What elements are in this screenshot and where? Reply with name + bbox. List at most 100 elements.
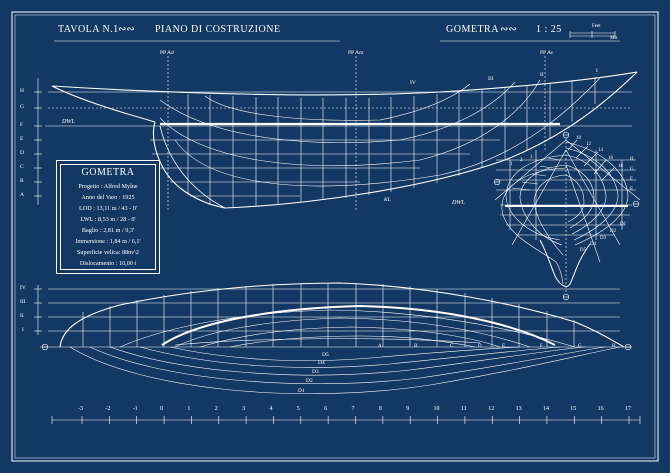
pp-av-label: PP Av bbox=[540, 50, 554, 56]
hb-diag-label: D5 bbox=[322, 352, 329, 358]
station-label: II bbox=[540, 72, 544, 78]
scale-tick-label: -1 bbox=[132, 406, 138, 412]
pp-ad-label: PP Ad bbox=[160, 50, 174, 56]
scale-tick-label: 13 bbox=[515, 406, 522, 412]
body-diag-label: D3 bbox=[600, 236, 607, 241]
body-wl-label: G bbox=[630, 167, 634, 172]
specs-panel-frame bbox=[60, 164, 156, 270]
body-station-label: 18 bbox=[618, 164, 623, 169]
wl-label: F bbox=[20, 122, 24, 128]
keel-profile bbox=[153, 71, 638, 209]
specs-title: GOMETRA bbox=[81, 167, 135, 178]
station-label: III bbox=[488, 76, 494, 82]
scale-tick-label: 0 bbox=[160, 406, 164, 412]
spec-designer: Progetto : Alfred Mylne bbox=[78, 183, 138, 190]
scale-tick-label: -3 bbox=[78, 406, 83, 412]
outer-border bbox=[11, 11, 659, 462]
station-label: I bbox=[596, 68, 598, 74]
pp-am-label: PP Am bbox=[348, 50, 364, 56]
spec-beam: Baglio : 2,81 m / 9,3' bbox=[81, 227, 135, 234]
spec-launch-year: Anno del Varo : 1925 bbox=[81, 194, 135, 201]
spec-lod: LOD : 13,11 m / 43 - 0' bbox=[79, 205, 137, 212]
body-diag-label: D4 bbox=[590, 242, 597, 247]
station-scale bbox=[51, 416, 641, 424]
scale-tick-label: 8 bbox=[378, 406, 382, 412]
scale-tick-label: 9 bbox=[406, 406, 410, 412]
scale-tick-label: 15 bbox=[570, 406, 577, 412]
hb-wl-label: D bbox=[478, 344, 482, 349]
scale-tick-label: 3 bbox=[242, 406, 246, 412]
profile-stations bbox=[187, 77, 596, 207]
scale-tick-label: 7 bbox=[351, 406, 355, 412]
scale-label: 1 : 25 bbox=[536, 24, 562, 35]
hb-wl-label: A bbox=[378, 344, 382, 349]
halfbreadth-view bbox=[34, 282, 632, 395]
body-wl-label: F bbox=[630, 177, 633, 182]
boat-name: GOMETRA bbox=[446, 24, 499, 35]
body-diag-label: D5 bbox=[580, 248, 587, 253]
hb-wl-label: B bbox=[414, 344, 418, 349]
scale-feet-label: Feet bbox=[592, 24, 601, 29]
hb-wl-label: E bbox=[502, 344, 506, 349]
wl-label: D bbox=[20, 150, 24, 156]
scale-mtr-label: Mtr bbox=[610, 36, 618, 41]
body-station-label: 16 bbox=[608, 156, 613, 161]
keel-label: KL bbox=[384, 197, 391, 203]
body-wl-label: E bbox=[630, 187, 634, 192]
ornament-icon: ∾∾ bbox=[118, 24, 135, 35]
profile-view bbox=[34, 56, 638, 210]
body-station-label: 3 bbox=[530, 155, 533, 160]
deck-outline bbox=[59, 282, 625, 348]
dwl-label: DWL bbox=[62, 119, 75, 125]
scale-tick-label: 12 bbox=[488, 406, 495, 412]
hb-stations bbox=[82, 283, 575, 347]
station-label: IV bbox=[410, 80, 416, 86]
scale-tick-label: 2 bbox=[214, 406, 218, 412]
hb-wl-label: H bbox=[612, 344, 616, 349]
scale-tick-label: 5 bbox=[296, 406, 300, 412]
buttock-label: III bbox=[20, 299, 26, 305]
hb-wl-label: G bbox=[578, 344, 582, 349]
wl-label: G bbox=[20, 104, 24, 110]
body-station-label: 14 bbox=[598, 148, 603, 153]
inner-border bbox=[14, 14, 656, 459]
scale-tick-label: 11 bbox=[460, 406, 467, 412]
body-station-label: 1 bbox=[510, 162, 513, 167]
scale-tick-label: 16 bbox=[597, 406, 604, 412]
sheet-number: TAVOLA N.1 bbox=[58, 24, 119, 35]
body-diag-label: D2 bbox=[610, 229, 617, 234]
plan-title: PIANO DI COSTRUZIONE bbox=[155, 24, 281, 35]
spec-sail-area: Superficie velica: 88m^2 bbox=[76, 249, 139, 256]
wl-ticks bbox=[34, 78, 42, 205]
wl-label: B bbox=[20, 178, 24, 184]
hb-diag-label: D1 bbox=[298, 388, 305, 394]
spec-lwl: LWL : 8,53 m / 28 - 0' bbox=[80, 216, 136, 223]
body-wl-label: H bbox=[630, 157, 634, 162]
body-station-label: 2 bbox=[520, 158, 523, 163]
scale-tick-label: 4 bbox=[269, 406, 273, 412]
specs-panel: GOMETRA Progetto : Alfred Mylne Anno del… bbox=[56, 160, 160, 274]
buttock-label: IV bbox=[20, 285, 26, 291]
scale-tick-label: 1 bbox=[187, 406, 191, 412]
body-station-label: 12 bbox=[586, 142, 591, 147]
body-diag-label: D1 bbox=[620, 222, 627, 227]
hb-diag-label: D4 bbox=[318, 360, 325, 366]
body-plan bbox=[493, 131, 641, 301]
wl-label: H bbox=[20, 88, 24, 94]
wl-label: E bbox=[20, 136, 24, 142]
hb-wl-label: C bbox=[450, 344, 454, 349]
spec-displacement: Dislocamento : 10,00 t bbox=[79, 260, 137, 267]
hb-diag-label: D3 bbox=[312, 369, 319, 375]
sheer-line bbox=[51, 71, 638, 96]
wl-label: A bbox=[20, 192, 24, 198]
body-dwl-label: DWL bbox=[452, 200, 465, 206]
wl-label: C bbox=[20, 164, 24, 170]
body-station-label: 10 bbox=[576, 136, 581, 141]
buttock-label: II bbox=[20, 313, 24, 319]
scale-tick-label: 10 bbox=[433, 406, 440, 412]
scale-tick-label: 14 bbox=[542, 406, 549, 412]
hb-wl-label: F bbox=[540, 344, 543, 349]
scale-tick-label: 17 bbox=[625, 406, 631, 412]
